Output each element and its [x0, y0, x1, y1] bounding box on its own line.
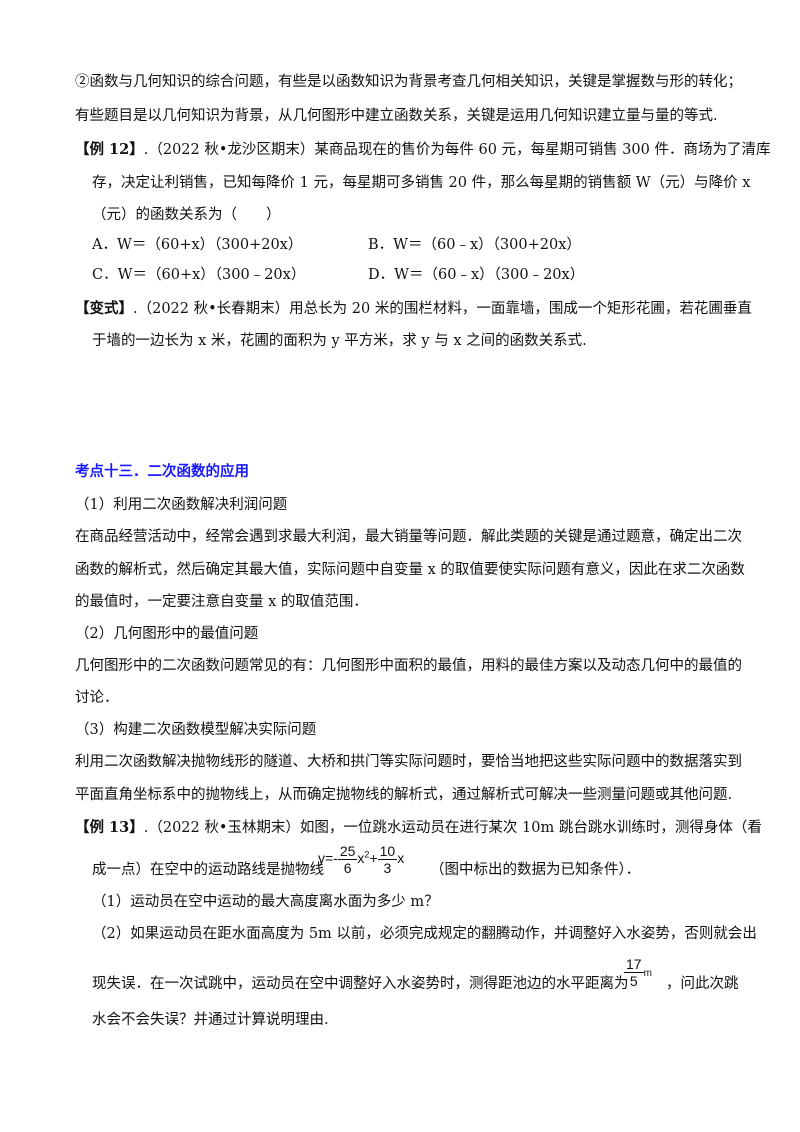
example-12-line-1: 【例 12】.（2022 秋•龙沙区期末）某商品现在的售价为每件 60 元，每星…	[75, 140, 770, 160]
example-12-text-1: .（2022 秋•龙沙区期末）某商品现在的售价为每件 60 元，每星期可销售 3…	[143, 142, 771, 158]
para-1-line-2: 函数的解析式，然后确定其最大值，实际问题中自变量 x 的取值要使实际问题有意义，…	[75, 562, 745, 578]
example-13-line-1: 【例 13】.（2022 秋•玉林期末）如图，一位跳水运动员在进行某次 10m …	[75, 818, 762, 838]
example-12-tag: 【例 12】	[75, 141, 144, 158]
example-13-line-2b: （图中标出的数据为已知条件）．	[430, 862, 641, 878]
subheading-3: （3）构建二次函数模型解决实际问题	[75, 722, 317, 738]
example-12-line-3: （元）的函数关系为（ ）	[92, 207, 281, 223]
distance-num: 17	[624, 956, 644, 973]
option-a: A．W＝（60+x）（300+20x）	[92, 237, 303, 253]
question-2-line-2b: ，问此次跳	[666, 976, 739, 992]
subheading-1: （1）利用二次函数解决利润问题	[75, 497, 288, 513]
intro-line-1: ②函数与几何知识的综合问题，有些是以函数知识为背景考查几何相关知识，关键是掌握数…	[75, 74, 742, 90]
formula-den-2: 3	[383, 860, 392, 876]
formula-x2: x	[357, 850, 365, 867]
para-1-line-3: 的最值时，一定要注意自变量 x 的取值范围．	[75, 594, 368, 610]
intro-line-2: 有些题目是以几何知识为背景，从几何图形中建立函数关系，关键是运用几何知识建立量与…	[75, 108, 718, 124]
distance-den: 5	[629, 973, 638, 989]
formula-x: x	[397, 850, 405, 867]
question-2-line-2a: 现失误．在一次试跳中，运动员在空中调整好入水姿势时，测得距池边的水平距离为	[92, 976, 629, 992]
question-2-line-3: 水会不会失误？并通过计算说明理由.	[92, 1012, 329, 1028]
question-1: （1）运动员在空中运动的最大高度离水面为多少 m？	[92, 894, 439, 910]
subheading-2: （2）几何图形中的最值问题	[75, 626, 259, 642]
option-b: B．W＝（60﹣x）（300+20x）	[368, 237, 581, 253]
section-13-title: 考点十三．二次函数的应用	[75, 463, 249, 480]
formula-num-2: 10	[377, 843, 398, 860]
formula-plus: +	[369, 850, 378, 867]
question-2-line-1: （2）如果运动员在距水面高度为 5m 以前，必须完成规定的翻腾动作，并调整好入水…	[92, 926, 757, 942]
variant-line-1: 【变式】.（2022 秋•长春期末）用总长为 20 米的围栏材料，一面靠墙，围成…	[75, 299, 752, 319]
formula-num-1: 25	[337, 843, 358, 860]
example-13-tag: 【例 13】	[75, 819, 144, 836]
para-2-line-2: 讨论．	[75, 690, 119, 706]
variant-line-2: 于墙的一边长为 x 米，花圃的面积为 y 平方米，求 y 与 x 之间的函数关系…	[92, 333, 587, 349]
formula-den-1: 6	[343, 860, 352, 876]
para-2-line-1: 几何图形中的二次函数问题常见的有：几何图形中面积的最值，用料的最佳方案以及动态几…	[75, 658, 742, 674]
variant-tag: 【变式】	[75, 300, 133, 317]
example-13-text-1: .（2022 秋•玉林期末）如图，一位跳水运动员在进行某次 10m 跳台跳水训练…	[143, 820, 762, 836]
para-3-line-1: 利用二次函数解决抛物线形的隧道、大桥和拱门等实际问题时，要恰当地把这些实际问题中…	[75, 754, 742, 770]
example-12-line-2: 存，决定让利销售，已知每降价 1 元，每星期可多销售 20 件，那么每星期的销售…	[92, 175, 751, 191]
example-13-line-2a: 成一点）在空中的运动路线是抛物线	[92, 862, 324, 878]
formula-y: y=-	[318, 850, 338, 867]
distance-unit: m	[643, 968, 652, 980]
variant-text-1: .（2022 秋•长春期末）用总长为 20 米的围栏材料，一面靠墙，围成一个矩形…	[133, 301, 752, 317]
formula-square: 2	[364, 849, 370, 860]
option-c: C．W＝（60+x）（300﹣20x）	[92, 267, 306, 283]
para-1-line-1: 在商品经营活动中，经常会遇到求最大利润，最大销量等问题．解此类题的关键是通过题意…	[75, 529, 742, 545]
option-d: D．W＝（60﹣x）（300﹣20x）	[368, 267, 585, 283]
para-3-line-2: 平面直角坐标系中的抛物线上，从而确定抛物线的解析式，通过解析式可解决一些测量问题…	[75, 787, 733, 803]
